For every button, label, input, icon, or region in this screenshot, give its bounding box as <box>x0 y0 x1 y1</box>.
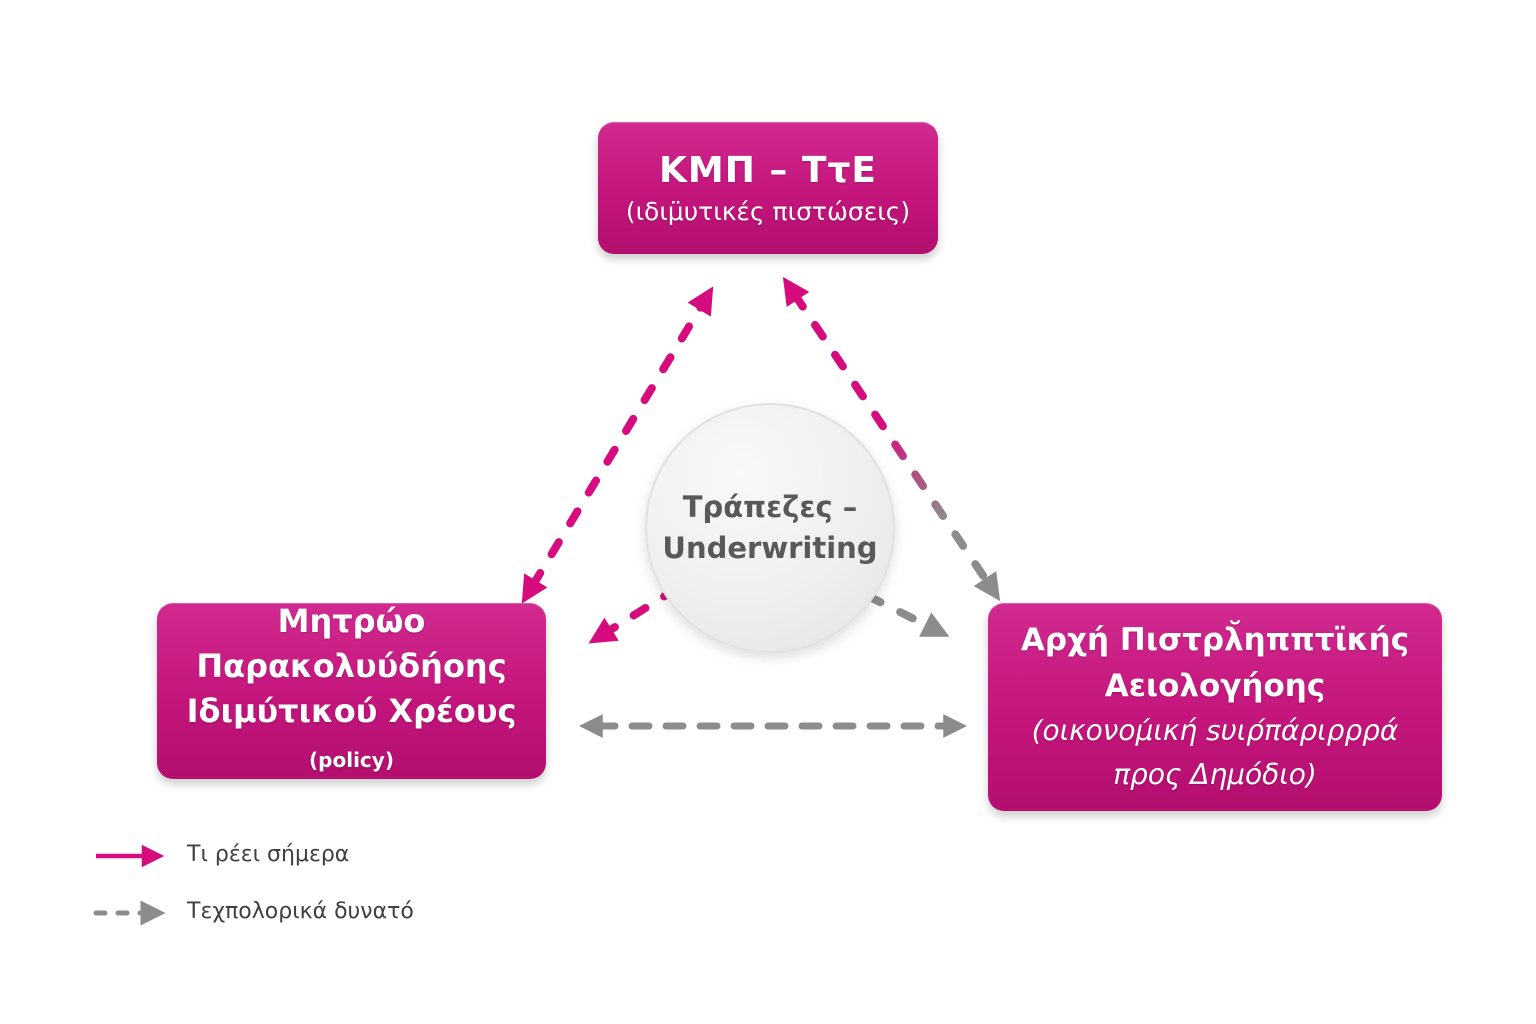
node-kmp-tte-subtitle: (ιδιμ̈υτικές πιστώσεις) <box>625 197 911 226</box>
debt-registry-line1: Μητρώο <box>277 602 426 640</box>
node-debt-registry: Μητρώο Παρακολυύδήοης Ιδιμύτικού Χρέους … <box>157 602 546 779</box>
node-kmp-tte-title: ΚΜΠ – ΤτΕ <box>658 150 878 191</box>
credit-authority-line1: Αρχή Πιστρλ̆ηππτϊκής <box>1020 622 1410 658</box>
legend-item-current: Τι ρέει σήμερα <box>187 842 350 867</box>
debt-registry-line2: Παρακολυύδήοης <box>196 647 507 685</box>
arrow-hub-to-right-box <box>864 592 950 637</box>
credit-authority-line3: (οικονομ́ική sυιρ́πάριρρρά <box>1031 714 1399 747</box>
debt-registry-line3: Ιδιμύτικού Χρέους (policy) <box>157 689 546 783</box>
legend-item-technically-possible: Τεχπολορικά δυνατό <box>187 899 414 924</box>
credit-authority-line2: Αειολογήοης <box>1104 668 1326 704</box>
node-credit-rating-authority: Αρχή Πιστρλ̆ηππτϊκής Αειολογήοης (οικονο… <box>988 603 1442 811</box>
node-kmp-tte: ΚΜΠ – ΤτΕ (ιδιμ̈υτικές πιστώσεις) <box>598 122 938 254</box>
arrow-top-box-to-right-box <box>782 276 1001 602</box>
node-banks-underwriting: Τράπεζες – Underwriting <box>645 403 895 653</box>
debt-registry-policy-note: (policy) <box>309 748 394 772</box>
debt-registry-line3-text: Ιδιμύτικού Χρέους <box>186 692 517 730</box>
credit-authority-line4: προς Δημόδιο) <box>1113 758 1317 791</box>
hub-line1: Τράπεζες – <box>682 490 858 524</box>
hub-line2: Underwriting <box>662 531 878 565</box>
